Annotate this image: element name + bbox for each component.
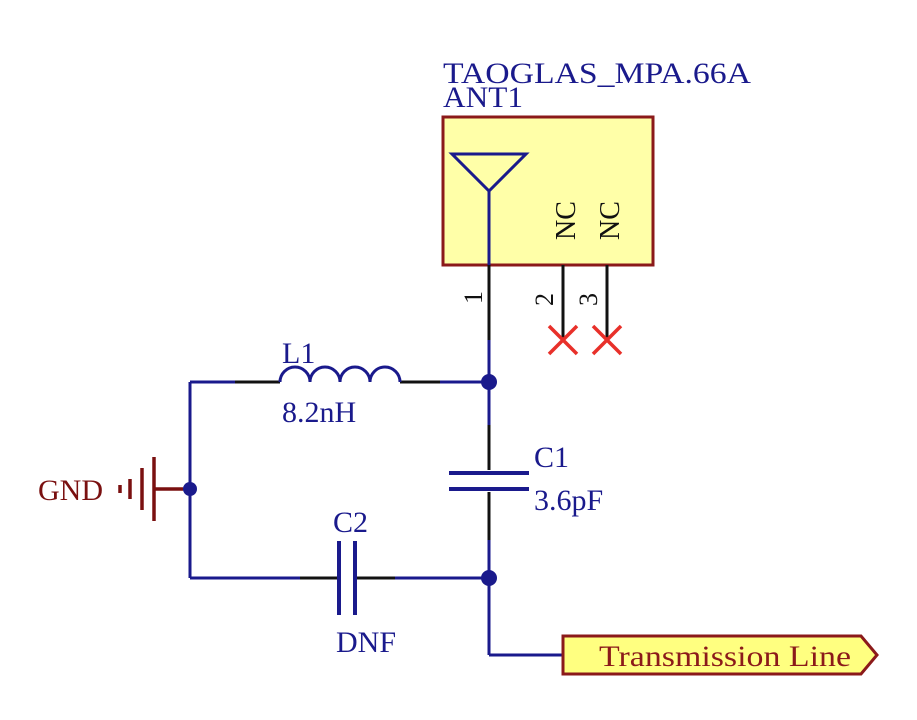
gnd-label: GND [38, 474, 103, 507]
capacitor-c2-value: DNF [336, 626, 396, 659]
designator-ant1: ANT1 [443, 81, 523, 114]
capacitor-c1-icon [449, 471, 529, 491]
part-number: TAOGLAS_MPA.66A [443, 57, 751, 90]
capacitor-c2-icon [337, 541, 357, 615]
antenna-icon [448, 152, 530, 265]
pin3-nc-label: NC [595, 201, 626, 240]
junction-dots [183, 374, 497, 586]
antenna-body [441, 115, 655, 267]
pin-3-number: 3 [574, 293, 603, 306]
transmission-line-port [561, 634, 879, 676]
inductor-designator: L1 [282, 337, 315, 370]
capacitor-c1-designator: C1 [534, 441, 569, 474]
component-leads [235, 380, 491, 580]
capacitor-c2-designator: C2 [333, 506, 368, 539]
pin-1-number: 1 [459, 291, 488, 304]
inductor-icon [278, 365, 402, 383]
wires [183, 340, 563, 657]
no-connect-icon [547, 324, 579, 356]
ground-icon [118, 457, 183, 521]
inductor-value: 8.2nH [282, 396, 356, 429]
no-connect-icon [591, 324, 623, 356]
capacitor-c1-value: 3.6pF [534, 484, 603, 517]
pin-2-number: 2 [530, 293, 559, 306]
pin2-nc-label: NC [551, 201, 582, 240]
transmission-line-label: Transmission Line [599, 640, 851, 673]
